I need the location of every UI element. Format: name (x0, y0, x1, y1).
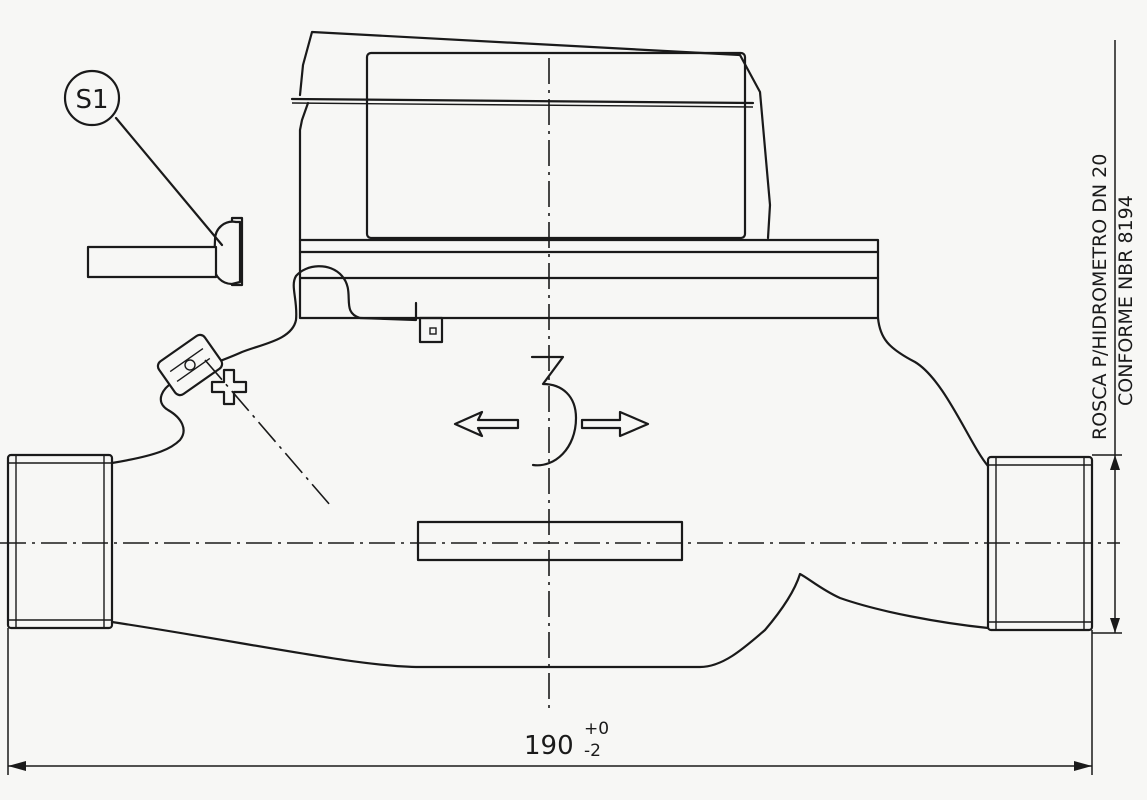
left-thread-end (6, 453, 114, 630)
cover-rim-line-2 (291, 102, 754, 108)
thread-note-line1: ROSCA P/HIDROMETRO DN 20 (1089, 154, 1111, 440)
seal-tab (418, 316, 444, 344)
seal-tab-hole (429, 327, 437, 335)
seal-cap (212, 220, 242, 286)
arrow-head-left (8, 761, 26, 771)
arrow-head-bottom (1110, 618, 1120, 633)
register-cover (298, 30, 772, 242)
side-nut (156, 333, 224, 397)
nut-axis-line (204, 359, 331, 506)
name-plate (416, 520, 684, 562)
cover-rim-line (290, 97, 755, 105)
flow-arrow-left-icon (453, 410, 520, 438)
flow-direction-symbol-icon (530, 355, 578, 467)
balloon-s1-label: S1 (75, 85, 108, 115)
overall-dimension-value: 190 (524, 731, 574, 761)
flow-arrow-right-icon (580, 410, 650, 438)
register-band (298, 238, 880, 320)
tolerance-lower: -2 (584, 741, 601, 761)
thread-note-line2: CONFORME NBR 8194 (1115, 195, 1137, 406)
seal-wire (86, 245, 218, 279)
meter-body-outline (110, 265, 990, 669)
register-window (365, 51, 747, 240)
balloon-s1-circle (63, 69, 121, 127)
arrow-head-right (1074, 761, 1092, 771)
arrow-head-top (1110, 455, 1120, 470)
cross-marker-icon (210, 368, 248, 406)
balloon-leader (114, 116, 224, 247)
tolerance-upper: +0 (584, 719, 609, 739)
